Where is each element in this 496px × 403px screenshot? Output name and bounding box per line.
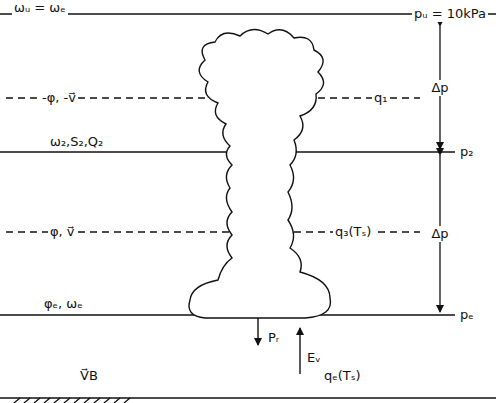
level-label: ωᵤ = ωₑ xyxy=(12,0,68,16)
pressure-label: pᵤ = 10kPa xyxy=(412,6,488,22)
ground-line xyxy=(0,397,496,399)
humidity-label: q₁ xyxy=(372,90,389,106)
wind-label: V⃗B xyxy=(78,368,100,384)
precipitation-label: Pᵣ xyxy=(266,330,281,346)
precipitation-arrow xyxy=(257,318,258,345)
variable-label: φₑ, ωₑ xyxy=(42,296,85,312)
pressure-label: pₑ xyxy=(458,307,476,323)
evaporation-arrow xyxy=(299,328,300,374)
ground-hatch xyxy=(14,398,130,403)
layer-thickness: Δp xyxy=(429,226,450,242)
pressure-label: p₂ xyxy=(458,144,475,160)
cloud xyxy=(189,29,330,318)
humidity-label: q₃(Tₛ) xyxy=(333,224,373,240)
variable-label: ω₂,S₂,Q₂ xyxy=(48,134,105,150)
humidity-label: qₑ(Tₛ) xyxy=(322,368,363,384)
variable-label: φ, v⃗ xyxy=(48,224,77,240)
evaporation-label: Eᵥ xyxy=(305,350,323,366)
layer-thickness: Δp xyxy=(429,80,450,96)
variable-label: -φ, -v⃗ xyxy=(40,90,78,106)
